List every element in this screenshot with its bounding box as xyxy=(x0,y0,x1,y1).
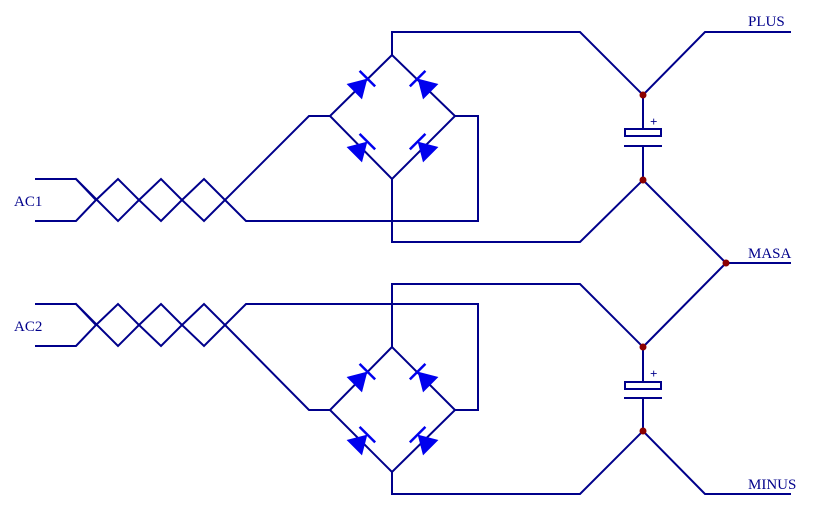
label-masa: MASA xyxy=(748,246,792,262)
bridge-rectifier-top xyxy=(328,31,791,243)
label-ac2: AC2 xyxy=(14,319,42,335)
junction-node-top-cap-neg xyxy=(639,176,647,184)
ac2-twisted-pair xyxy=(35,302,479,411)
diode-bottom-ur xyxy=(408,362,439,393)
bridge-bottom-diamond xyxy=(328,345,457,474)
bridge-rectifier-bottom xyxy=(328,283,791,495)
bridge-top-plus-wire xyxy=(391,31,791,97)
diode-bottom-ll xyxy=(346,425,377,456)
capacitor-bottom-polarity: + xyxy=(650,366,657,381)
diode-top-ur xyxy=(408,69,439,100)
junction-node-plus xyxy=(639,91,647,99)
junction-node-minus xyxy=(639,427,647,435)
capacitor-top-polarity: + xyxy=(650,114,657,129)
diode-top-ul xyxy=(346,69,377,100)
junction-node-bottom-cap-pos xyxy=(639,343,647,351)
capacitor-bottom: + xyxy=(624,346,662,432)
bridge-top-diamond xyxy=(328,53,457,181)
capacitor-top-positive-plate xyxy=(624,128,662,137)
bridge-top-minus-wire xyxy=(391,178,645,243)
bridge-bottom-plus-wire xyxy=(391,283,645,349)
masa-wire xyxy=(641,178,791,349)
junction-node-masa xyxy=(722,259,730,267)
capacitor-bottom-positive-plate xyxy=(624,381,662,390)
bridge-bottom-minus-wire xyxy=(391,429,791,495)
label-minus: MINUS xyxy=(748,477,796,493)
diode-bottom-ul xyxy=(346,362,377,393)
capacitor-top: + xyxy=(624,94,662,181)
diode-bottom-lr xyxy=(408,425,439,456)
label-ac1: AC1 xyxy=(14,194,42,210)
label-plus: PLUS xyxy=(748,14,785,30)
input-ac1 xyxy=(35,115,479,223)
diode-top-lr xyxy=(408,132,439,163)
diode-top-ll xyxy=(346,132,377,163)
input-ac2 xyxy=(35,302,479,411)
ac1-twisted-pair xyxy=(35,115,479,223)
